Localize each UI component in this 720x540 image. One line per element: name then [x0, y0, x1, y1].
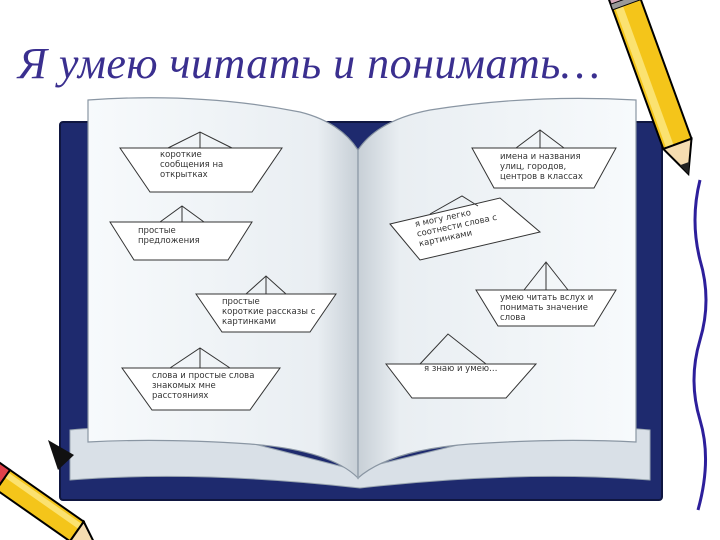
- boat-label: имена и названия улиц, городов, центров …: [500, 152, 583, 182]
- boat-label: слова и простые слова знакомых мне расст…: [152, 371, 255, 401]
- paper-boats: [109, 129, 617, 411]
- page-title: Я умею читать и понимать…: [18, 39, 601, 88]
- pencil-line: [692, 179, 708, 511]
- boat-label: умею читать вслух и понимать значение сл…: [500, 293, 594, 323]
- pencil-icon: [604, 0, 693, 177]
- boat-label: короткие сообщения на открытках: [160, 150, 224, 180]
- boat-label: простые короткие рассказы с картинками: [222, 297, 316, 327]
- pencil-small-icon: [0, 460, 97, 540]
- boat-label: я знаю и умею…: [424, 364, 498, 374]
- boat-label: простые предложения: [138, 226, 200, 246]
